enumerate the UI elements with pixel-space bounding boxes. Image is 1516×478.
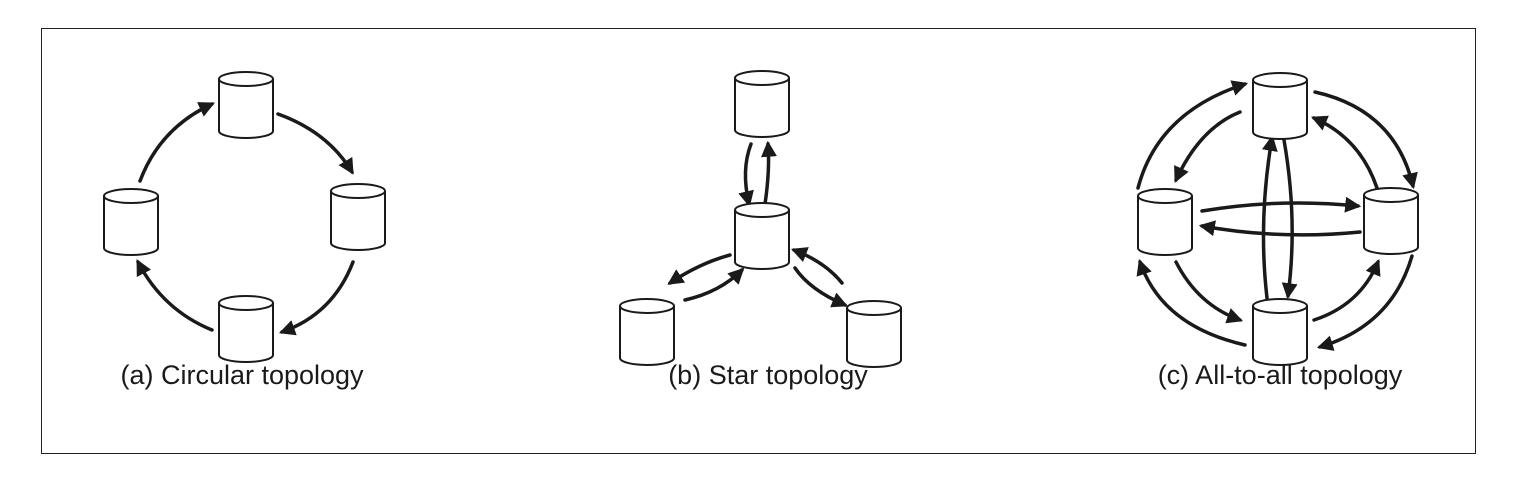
star-arrow-top-to-center xyxy=(738,142,754,208)
circular-arrow-bottom-to-left xyxy=(136,259,214,332)
database-icon xyxy=(330,183,386,251)
a2a-arrow-top-to-bottom xyxy=(1281,138,1298,300)
a2a-arrow-right-to-bottom-outer xyxy=(1316,254,1414,351)
star-arrow-left-to-center xyxy=(683,267,745,302)
star-topology xyxy=(619,70,902,368)
database-icon xyxy=(846,300,902,368)
all-to-all-arrows xyxy=(1136,80,1418,351)
star-arrow-center-to-right xyxy=(793,266,848,308)
database-icon xyxy=(1137,188,1193,256)
database-icon xyxy=(1252,72,1308,140)
database-icon xyxy=(218,295,274,363)
all-to-all-topology xyxy=(1136,72,1419,366)
star-arrow-right-to-center xyxy=(791,247,844,285)
circular-arrow-top-to-right xyxy=(276,112,354,175)
a2a-arrow-bottom-to-top xyxy=(1261,134,1278,300)
a2a-arrow-left-to-right xyxy=(1200,196,1362,213)
circular-topology xyxy=(103,71,386,363)
database-icon xyxy=(218,71,274,139)
circular-arrows xyxy=(136,102,355,336)
a2a-arrow-right-to-left xyxy=(1198,220,1362,237)
database-icon xyxy=(103,188,159,256)
circular-arrow-right-to-bottom xyxy=(278,260,355,336)
database-icon xyxy=(734,202,790,270)
database-icon xyxy=(619,298,675,366)
a2a-arrow-right-to-top-inner xyxy=(1311,115,1379,190)
caption-circular-topology: (a) Circular topology xyxy=(120,360,364,390)
a2a-arrow-bottom-to-left-outer xyxy=(1136,258,1247,347)
database-icon xyxy=(1363,187,1419,255)
a2a-arrow-bottom-to-right-inner xyxy=(1312,259,1381,322)
a2a-arrow-top-to-left-inner xyxy=(1174,110,1242,183)
circular-arrow-left-to-top xyxy=(138,102,215,183)
star-arrow-center-to-left xyxy=(667,253,732,285)
figure-frame xyxy=(41,28,1476,454)
a2a-arrow-top-to-right-outer xyxy=(1313,90,1418,190)
a2a-arrow-left-to-top-outer xyxy=(1136,80,1249,190)
database-icon xyxy=(1252,298,1308,366)
database-icon xyxy=(734,70,790,138)
star-arrows xyxy=(667,140,848,308)
star-arrow-center-to-top xyxy=(761,140,777,206)
caption-star-topology: (b) Star topology xyxy=(668,360,868,390)
a2a-arrow-left-to-bottom-inner xyxy=(1174,260,1244,324)
caption-all-to-all-topology: (c) All-to-all topology xyxy=(1157,360,1403,390)
